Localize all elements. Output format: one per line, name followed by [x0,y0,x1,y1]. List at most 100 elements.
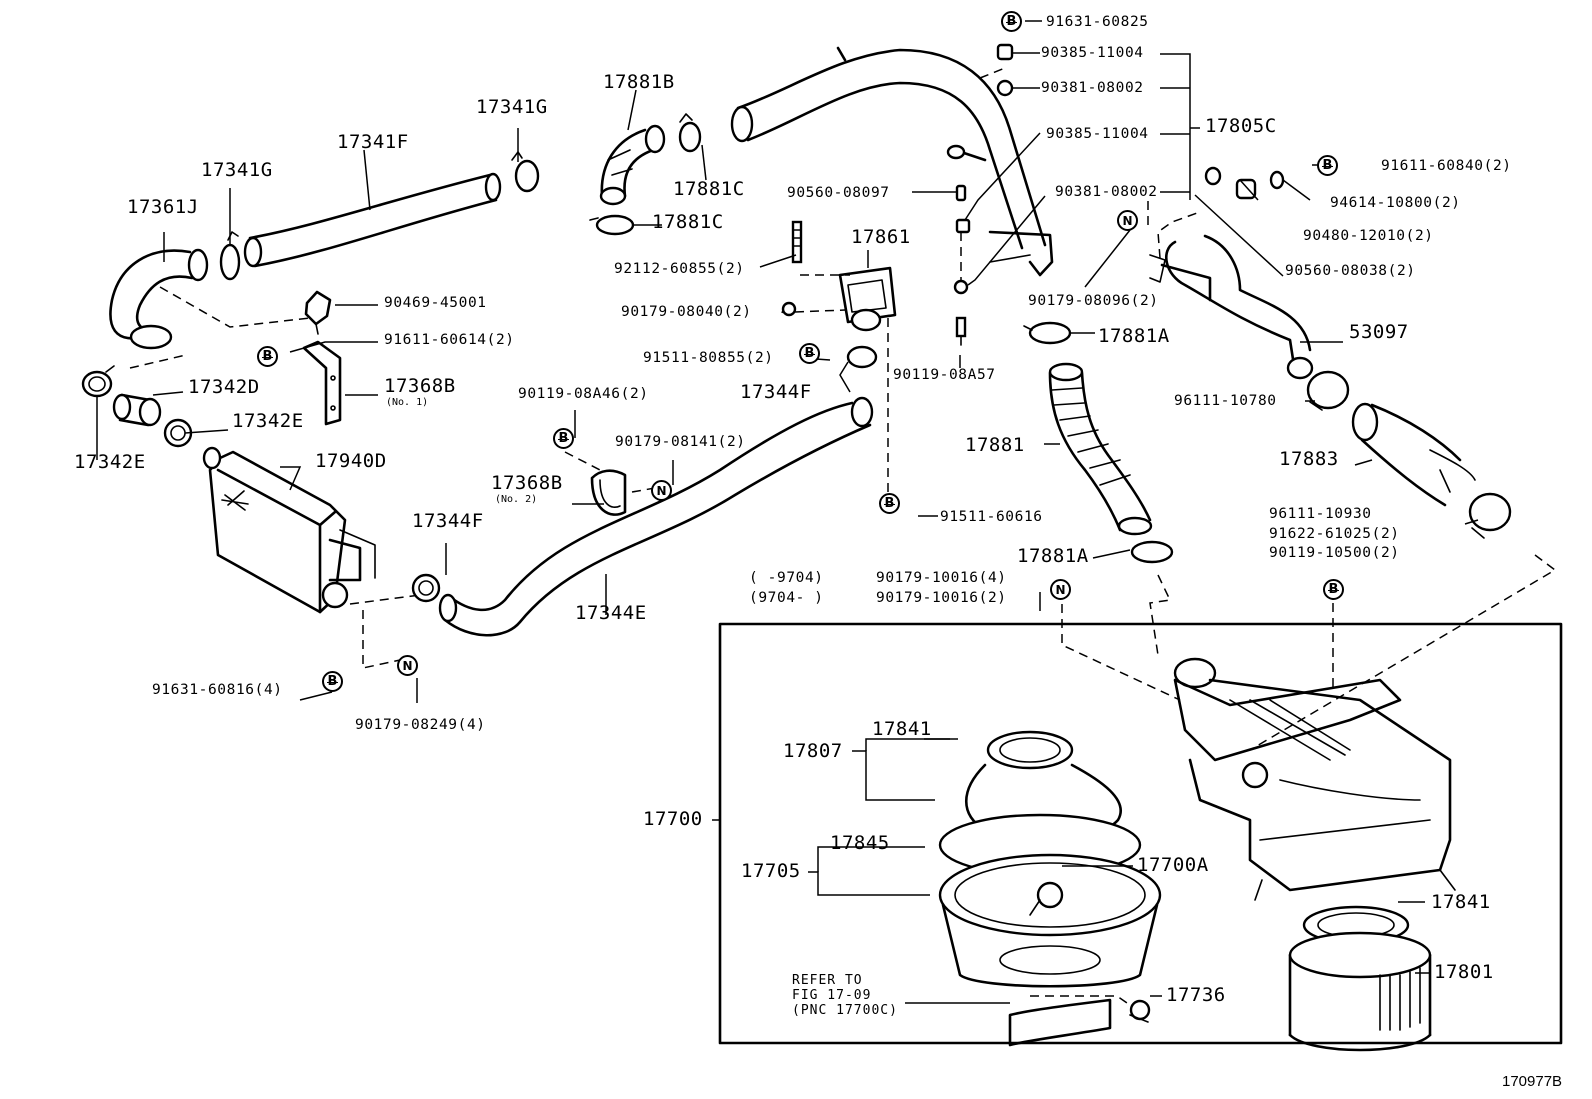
label-90179-08040: 90179-08040(2) [621,304,752,320]
bracket-17368B-no2 [590,469,627,516]
label-17341F: 17341F [337,131,409,153]
label-17807: 17807 [783,740,843,762]
bolt-symbol: B [1001,11,1022,32]
elbow-17881B [599,124,666,206]
label-90560-08038: 90560-08038(2) [1285,263,1416,279]
cover-17807 [938,730,1142,877]
label-17881: 17881 [965,434,1025,456]
label-96111-10930: 96111-10930 [1269,506,1372,522]
label-17368B-no2: 17368B [491,472,563,494]
label-90179-08249: 90179-08249(4) [355,717,486,733]
label-17881A-upper: 17881A [1098,325,1170,347]
label-17705: 17705 [741,860,801,882]
label-90385-11004-mid: 90385-11004 [1046,126,1149,142]
label-range-after: (9704- ) [749,590,824,606]
clamp-17344F-upper [846,345,878,369]
label-17342E-left: 17342E [74,451,146,473]
label-17861: 17861 [851,226,911,248]
label-17736: 17736 [1166,984,1226,1006]
hose-17881 [1048,362,1153,536]
refer-note-line2: FIG 17-09 [792,988,872,1003]
label-96111-10780: 96111-10780 [1174,393,1277,409]
refer-note-line3: (PNC 17700C) [792,1003,898,1018]
label-17344F-upper: 17344F [740,381,812,403]
bolt-symbol: B [1317,155,1338,176]
bracket-17368B-no1 [302,340,342,426]
label-90179-08096: 90179-08096(2) [1028,293,1159,309]
clip-90469 [304,290,332,335]
label-17881A-lower: 17881A [1017,545,1089,567]
label-17341G-top: 17341G [476,96,548,118]
label-90179-08141: 90179-08141(2) [615,434,746,450]
fasteners-right [1204,166,1285,200]
bolt-symbol: B [879,493,900,514]
diagram-id: 170977B [1502,1073,1563,1090]
pipe-17805C [730,46,1054,277]
clamp-17341G-top [511,151,540,193]
label-17881C-top: 17881C [673,178,745,200]
label-90179-10016-4: 90179-10016(4) [876,570,1007,586]
leader-lines [96,20,1479,1004]
label-17841-bottom: 17841 [1431,891,1491,913]
label-91511-80855: 91511-80855(2) [643,350,774,366]
label-53097: 53097 [1349,321,1409,343]
nut-90179-08040 [781,301,797,317]
clamp-17881C-top [678,113,702,153]
label-17368B-no1: 17368B [384,375,456,397]
bolt-symbol: B [553,428,574,449]
label-17361J: 17361J [127,196,199,218]
label-17881B: 17881B [603,71,675,93]
bolt-symbol: B [322,671,343,692]
hose-17344E [438,396,874,637]
label-90119-08A57: 90119-08A57 [893,367,996,383]
label-92112-60855: 92112-60855(2) [614,261,745,277]
clamp-17881C-lower [589,214,635,236]
label-91631-60816: 91631-60816(4) [152,682,283,698]
label-17883: 17883 [1279,448,1339,470]
stud-92112 [791,220,803,264]
label-range-before: ( -9704) [749,570,824,586]
label-90480-12010: 90480-12010(2) [1303,228,1434,244]
label-17940D: 17940D [315,450,387,472]
clamp-17881A-lower [1130,540,1174,564]
label-94614-10800: 94614-10800(2) [1330,195,1461,211]
clamp-17344F-lower [411,573,441,603]
label-17344E: 17344E [575,602,647,624]
clamp-96111-10780 [1306,370,1350,411]
duct-17883 [1351,402,1476,507]
clip-17736 [1008,998,1151,1047]
connector-17342D [112,393,162,427]
label-90560-08097: 90560-08097 [787,185,890,201]
label-17805C: 17805C [1205,115,1277,137]
intercooler-17940D [202,446,376,614]
label-17342D: 17342D [188,376,260,398]
nut-symbol: N [651,480,672,501]
label-90381-08002-mid: 90381-08002 [1055,184,1158,200]
label-17700A: 17700A [1137,854,1209,876]
label-17342E-right: 17342E [232,410,304,432]
hose-17341F [243,172,502,268]
label-no2: (No. 2) [495,494,538,505]
nut-symbol: N [1117,210,1138,231]
label-17344F-lower: 17344F [412,510,484,532]
clamp-17342E-left [81,365,115,398]
flange-17861 [838,266,897,332]
duct-53097 [1149,234,1314,380]
nut-symbol: N [1050,579,1071,600]
bolt-symbol: B [799,343,820,364]
hose-17361J [109,248,209,350]
label-90385-11004-top: 90385-11004 [1041,45,1144,61]
label-17881C-lower: 17881C [652,211,724,233]
fastener-stack [953,43,1014,346]
label-17700: 17700 [643,808,703,830]
bolt-symbol: B [1323,579,1344,600]
label-17801: 17801 [1434,961,1494,983]
label-17841-top: 17841 [872,718,932,740]
label-91611-60840: 91611-60840(2) [1381,158,1512,174]
label-90119-10500: 90119-10500(2) [1269,545,1400,561]
label-91611-60614: 91611-60614(2) [384,332,515,348]
clamp-96111-10930 [1468,492,1512,539]
lower-case-17705 [938,853,1162,988]
clamp-17881A-upper [1023,321,1072,345]
